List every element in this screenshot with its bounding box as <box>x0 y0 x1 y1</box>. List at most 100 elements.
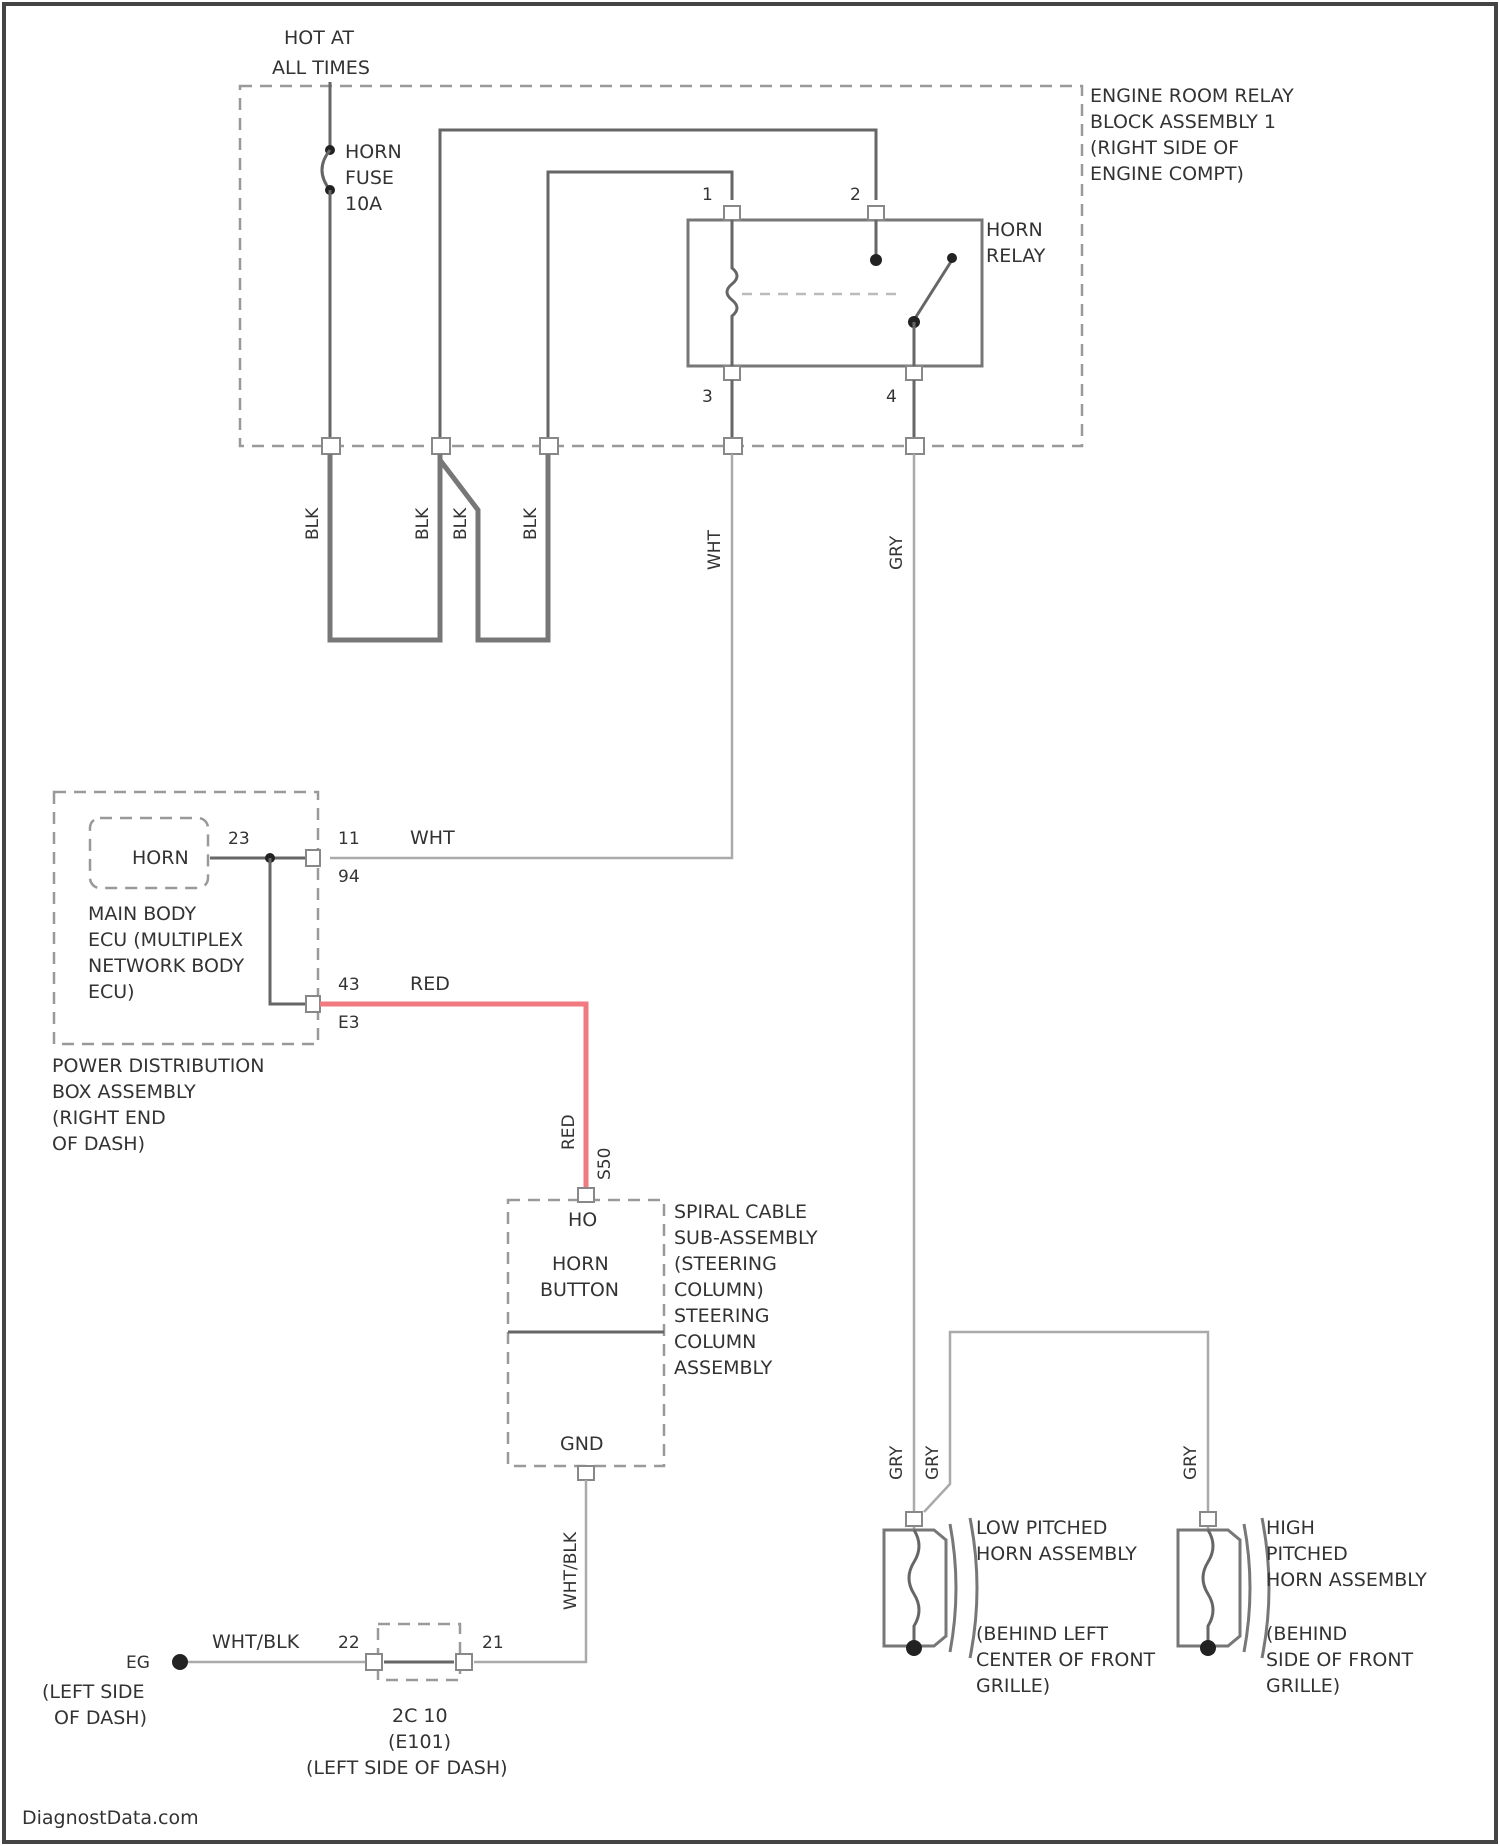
blk-label-1: BLK <box>303 507 323 540</box>
high-horn-connector <box>1200 1512 1216 1526</box>
block-connector-1 <box>322 438 340 454</box>
page-border <box>4 4 1496 1842</box>
junction-label-1: 2C 10 <box>392 1705 448 1727</box>
block-connector-3 <box>540 438 558 454</box>
blk-label-3: BLK <box>451 507 471 540</box>
ground-label-1: (LEFT SIDE <box>42 1681 145 1703</box>
ecu-connector-43 <box>306 996 320 1012</box>
spiral-conn-label: S50 <box>595 1148 615 1180</box>
wht-blk-horizontal-label: WHT/BLK <box>212 1631 300 1653</box>
spiral-label-2: SUB-ASSEMBLY <box>674 1227 818 1249</box>
low-horn-label-3: (BEHIND LEFT <box>976 1623 1108 1645</box>
relay-pin-2: 2 <box>850 185 861 205</box>
horn-fuse-label-2: FUSE <box>345 167 394 189</box>
relay-pin-4: 4 <box>886 387 897 407</box>
low-horn-bell <box>950 1518 977 1658</box>
high-horn-label-5: SIDE OF FRONT <box>1266 1649 1414 1671</box>
wht-vertical-label: WHT <box>705 529 725 570</box>
relay-pin-1: 1 <box>702 185 713 205</box>
engine-relay-block-label-2: BLOCK ASSEMBLY 1 <box>1090 111 1276 133</box>
pdb-label-4: OF DASH) <box>52 1133 145 1155</box>
horn-relay-label-2: RELAY <box>986 245 1046 267</box>
spiral-label-5: STEERING <box>674 1305 769 1327</box>
relay-pin2-feed-wire <box>440 130 876 440</box>
relay-coil <box>727 220 737 366</box>
junction-pin-22-connector <box>366 1654 382 1670</box>
relay-switch-arm <box>914 260 952 320</box>
ecu-internal-link <box>270 858 318 1004</box>
horn-fuse-label-3: 10A <box>345 193 382 215</box>
spiral-pin-ho: HO <box>568 1209 597 1231</box>
gry-vertical-label: GRY <box>887 535 907 570</box>
ecu-conn-e3: E3 <box>338 1013 360 1033</box>
horn-fuse-label-1: HORN <box>345 141 402 163</box>
junction-label-2: (E101) <box>388 1731 451 1753</box>
spiral-label-6: COLUMN <box>674 1331 756 1353</box>
engine-relay-block-label-3: (RIGHT SIDE OF <box>1090 137 1239 159</box>
low-horn-label-2: HORN ASSEMBLY <box>976 1543 1137 1565</box>
hot-at-label-1: HOT AT <box>284 27 354 49</box>
red-horizontal-label: RED <box>410 973 450 995</box>
ecu-pin-11: 11 <box>338 829 360 849</box>
high-horn-label-6: GRILLE) <box>1266 1675 1340 1697</box>
ground-point-icon <box>172 1654 188 1670</box>
engine-relay-block-label-1: ENGINE ROOM RELAY <box>1090 85 1294 107</box>
block-connector-2 <box>432 438 450 454</box>
horn-button-label-1: HORN <box>552 1253 609 1275</box>
gry-low-label-1: GRY <box>887 1445 907 1480</box>
engine-room-relay-block-outline <box>240 86 1082 446</box>
spiral-gnd-label: GND <box>560 1433 604 1455</box>
gry-to-high-horn <box>924 1332 1208 1530</box>
junction-label-3: (LEFT SIDE OF DASH) <box>306 1757 508 1779</box>
watermark: DiagnostData.com <box>22 1807 199 1829</box>
relay-connector-4 <box>906 366 922 380</box>
spiral-connector-ho <box>578 1188 594 1202</box>
gry-high-label: GRY <box>1181 1445 1201 1480</box>
ecu-label-1: MAIN BODY <box>88 903 196 925</box>
high-horn-label-4: (BEHIND <box>1266 1623 1347 1645</box>
block-connector-4 <box>724 438 742 454</box>
low-horn-label-5: GRILLE) <box>976 1675 1050 1697</box>
red-vertical-label: RED <box>559 1114 579 1150</box>
ecu-pin-23: 23 <box>228 829 250 849</box>
junction-pin-21: 21 <box>482 1633 504 1653</box>
ecu-label-3: NETWORK BODY <box>88 955 245 977</box>
pdb-label-2: BOX ASSEMBLY <box>52 1081 196 1103</box>
low-horn-ground-icon <box>906 1640 922 1656</box>
horn-button-label-2: BUTTON <box>540 1279 619 1301</box>
relay-connector-2 <box>868 206 884 220</box>
junction-pin-21-connector <box>456 1654 472 1670</box>
gry-low-label-2: GRY <box>923 1445 943 1480</box>
relay-contact-top <box>870 254 882 266</box>
relay-switch-tip <box>947 253 957 263</box>
low-horn-coil <box>909 1530 919 1646</box>
high-horn-label-1: HIGH <box>1266 1517 1315 1539</box>
block-connector-5 <box>906 438 924 454</box>
ecu-conn-94: 94 <box>338 867 360 887</box>
spiral-label-3: (STEERING <box>674 1253 777 1275</box>
ground-label-2: OF DASH) <box>54 1707 147 1729</box>
ecu-pin-43: 43 <box>338 975 360 995</box>
pdb-label-3: (RIGHT END <box>52 1107 166 1129</box>
relay-connector-1 <box>724 206 740 220</box>
high-horn-coil <box>1203 1530 1213 1646</box>
pdb-label-1: POWER DISTRIBUTION <box>52 1055 264 1077</box>
high-horn-label-2: PITCHED <box>1266 1543 1348 1565</box>
relay-pin-3: 3 <box>702 387 713 407</box>
horn-relay-label-1: HORN <box>986 219 1043 241</box>
low-horn-label-1: LOW PITCHED <box>976 1517 1107 1539</box>
blk-jumper-right <box>440 454 548 640</box>
ecu-horn-label: HORN <box>132 847 189 869</box>
relay-connector-3 <box>724 366 740 380</box>
spiral-label-7: ASSEMBLY <box>674 1357 773 1379</box>
horn-fuse-symbol <box>322 150 330 190</box>
high-horn-ground-icon <box>1200 1640 1216 1656</box>
junction-connector-outline <box>378 1624 460 1680</box>
engine-relay-block-label-4: ENGINE COMPT) <box>1090 163 1244 185</box>
high-horn-label-3: HORN ASSEMBLY <box>1266 1569 1427 1591</box>
ground-id: EG <box>126 1653 150 1673</box>
ecu-label-2: ECU (MULTIPLEX <box>88 929 243 951</box>
wht-horizontal-label: WHT <box>410 827 455 849</box>
